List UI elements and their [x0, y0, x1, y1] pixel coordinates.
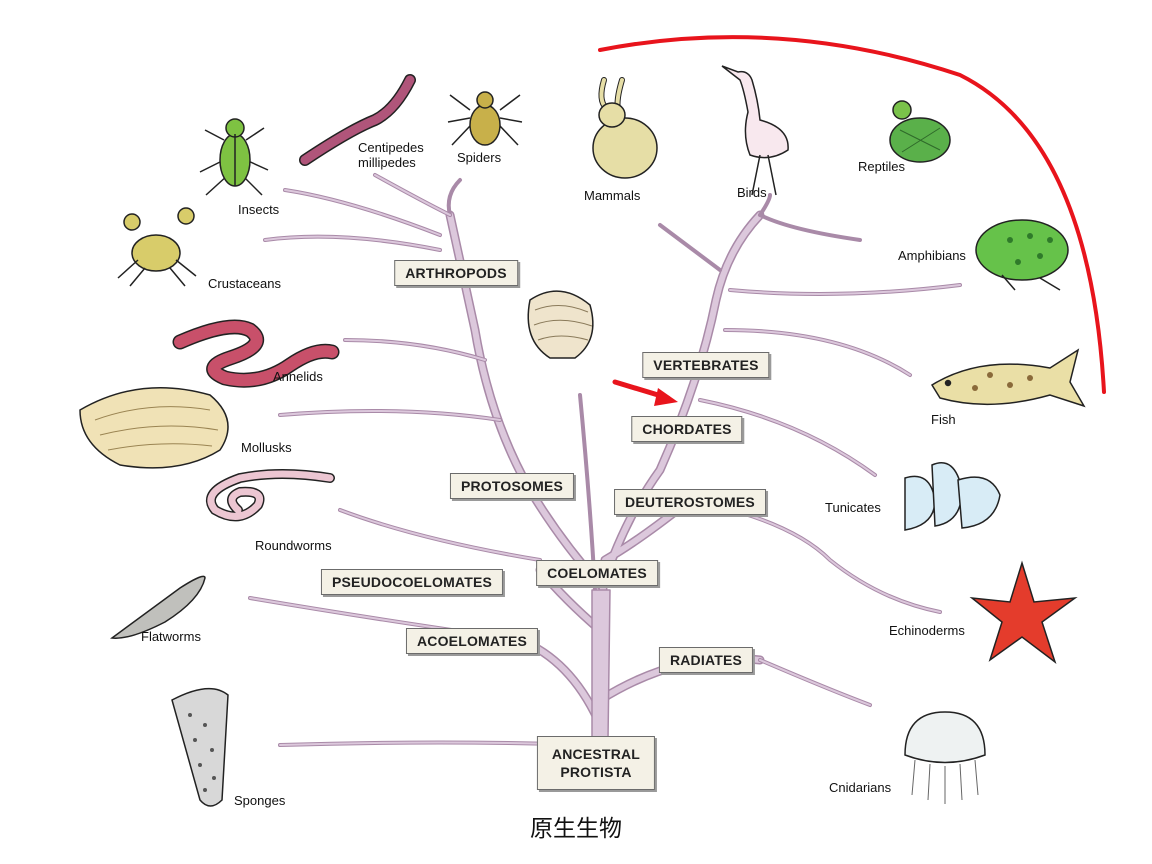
clam-icon	[79, 387, 229, 469]
label-sponges: Sponges	[234, 793, 286, 808]
node-chordates: CHORDATES	[631, 416, 743, 442]
label-reptiles: Reptiles	[858, 159, 905, 174]
tree-branches	[248, 173, 962, 747]
label-mollusks: Mollusks	[241, 440, 292, 455]
label-roundworms: Roundworms	[255, 538, 332, 553]
label-birds: Birds	[737, 185, 767, 200]
node-acoelomates: ACOELOMATES	[405, 628, 539, 654]
jellyfish-icon	[904, 711, 986, 804]
label-centipedes-millipedes: Centipedes millipedes	[358, 140, 424, 170]
starfish-icon	[969, 560, 1078, 665]
node-ancestral-protista: ANCESTRAL PROTISTA	[536, 736, 656, 790]
egret-bird-icon	[721, 65, 789, 196]
label-annelids: Annelids	[273, 369, 323, 384]
node-coelomates: COELOMATES	[536, 560, 658, 586]
insect-beetle-icon	[199, 118, 269, 196]
earthworm-icon	[172, 319, 340, 388]
rabbit-icon	[592, 77, 658, 179]
spider-icon	[447, 91, 523, 146]
label-insects: Insects	[238, 202, 280, 217]
node-pseudocoelomates: PSEUDOCOELOMATES	[320, 569, 504, 595]
label-mammals: Mammals	[584, 188, 641, 203]
label-amphibians: Amphibians	[898, 248, 966, 263]
label-cnidarians: Cnidarians	[829, 780, 892, 795]
roundworm-icon	[205, 469, 335, 522]
red-arrow-icon	[612, 379, 678, 406]
label-crustaceans: Crustaceans	[208, 276, 281, 291]
label-fish: Fish	[931, 412, 956, 427]
diagram-caption: 原生生物	[530, 816, 622, 842]
node-deuterostomes: DEUTEROSTOMES	[614, 489, 766, 515]
node-arthropods: ARTHROPODS	[394, 260, 518, 286]
node-radiates: RADIATES	[658, 647, 754, 673]
node-protosomes: PROTOSOMES	[449, 473, 575, 499]
tunicates-icon	[904, 462, 1001, 531]
scallop-shell-icon	[527, 290, 594, 359]
sponge-icon	[171, 687, 229, 807]
label-spiders: Spiders	[457, 150, 502, 165]
node-vertebrates: VERTEBRATES	[642, 352, 770, 378]
turtle-icon	[889, 100, 951, 163]
crab-icon	[117, 207, 197, 287]
frog-icon	[975, 219, 1069, 291]
label-echinoderms: Echinoderms	[889, 623, 965, 638]
label-flatworms: Flatworms	[141, 629, 201, 644]
vertebrates-highlight-arc	[598, 35, 1106, 394]
centipede-icon	[299, 74, 416, 166]
flatworm-icon	[110, 575, 206, 639]
label-tunicates: Tunicates	[825, 500, 881, 515]
fish-icon	[930, 348, 1086, 408]
